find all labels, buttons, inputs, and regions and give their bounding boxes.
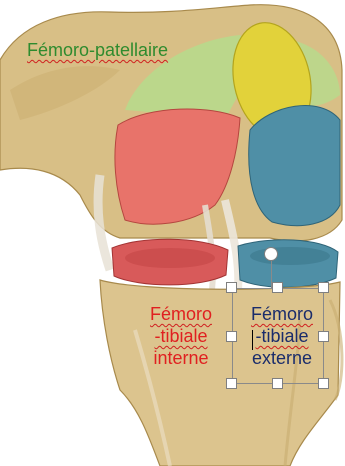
femoro-tibiale-externe-textbox[interactable]: Fémoro -tibiale externe <box>236 303 328 369</box>
resize-handle-middle-left[interactable] <box>226 331 237 342</box>
internal-line-1: Fémoro <box>140 303 222 325</box>
external-condyle <box>249 106 340 226</box>
external-line-2: -tibiale <box>236 325 328 347</box>
text-cursor <box>252 330 253 350</box>
external-line-1: Fémoro <box>236 303 328 325</box>
resize-handle-middle-right[interactable] <box>318 331 329 342</box>
femoro-patellaire-label: Fémoro-patellaire <box>27 39 168 61</box>
resize-handle-top-center[interactable] <box>272 282 283 293</box>
resize-handle-top-left[interactable] <box>226 282 237 293</box>
internal-line-3: interne <box>140 347 222 369</box>
resize-handle-bottom-left[interactable] <box>226 378 237 389</box>
internal-line-2: -tibiale <box>140 325 222 347</box>
resize-handle-bottom-right[interactable] <box>318 378 329 389</box>
femoro-tibiale-interne-label: Fémoro -tibiale interne <box>140 303 222 369</box>
resize-handle-top-right[interactable] <box>318 282 329 293</box>
resize-handle-bottom-center[interactable] <box>272 378 283 389</box>
external-line-3: externe <box>236 347 328 369</box>
rotate-handle-icon[interactable] <box>264 247 278 261</box>
